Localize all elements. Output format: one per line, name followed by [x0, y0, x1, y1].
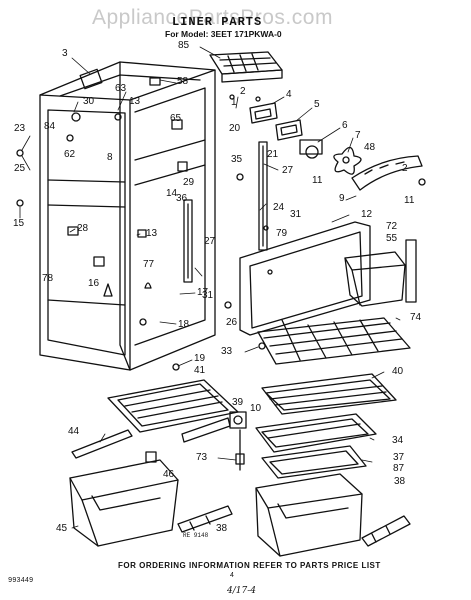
callout-10: 10 [250, 403, 262, 414]
callout-6: 6 [342, 120, 348, 131]
light-housing [249, 102, 303, 141]
shelf-41 [107, 379, 239, 433]
callout-72: 72 [386, 221, 398, 232]
callout-33: 33 [221, 346, 233, 357]
callout-25: 25 [14, 163, 26, 174]
callout-26: 26 [226, 317, 238, 328]
callout-73: 73 [196, 452, 208, 463]
callout-78: 78 [42, 273, 54, 284]
callout-46: 46 [163, 469, 175, 480]
callout-30: 30 [83, 96, 95, 107]
callout-29: 29 [183, 177, 195, 188]
shelf-channels [183, 141, 268, 283]
watermark: AppliancePartsPros.com [92, 6, 333, 29]
callout-2b: 2 [402, 163, 408, 174]
callout-31: 31 [290, 209, 302, 220]
crisper-drawer-right [255, 473, 363, 557]
callout-27: 27 [282, 165, 294, 176]
page-title: LINER PARTS [172, 15, 263, 29]
callout-3: 3 [62, 48, 68, 59]
callout-14: 14 [166, 188, 178, 199]
callout-18: 18 [178, 319, 190, 330]
callout-19: 19 [194, 353, 206, 364]
ice-tray [209, 51, 283, 83]
leader-lines [19, 46, 401, 529]
callout-27b: 27 [204, 236, 216, 247]
control-assembly [229, 411, 247, 471]
rear-panel [239, 221, 371, 336]
model-line: For Model: 3EET 171PKWA-0 [165, 29, 282, 39]
callout-40: 40 [392, 366, 404, 377]
callout-7: 7 [355, 130, 361, 141]
callout-31b: 31 [202, 290, 214, 301]
callout-4: 4 [286, 89, 292, 100]
reference-code: RE 9148 [183, 532, 209, 539]
callout-45: 45 [56, 523, 68, 534]
callout-20: 20 [229, 123, 241, 134]
callout-58: 58 [177, 76, 189, 87]
callout-41: 41 [194, 365, 206, 376]
callout-34: 34 [392, 435, 404, 446]
callout-79: 79 [276, 228, 288, 239]
crisper-drawer-left [69, 459, 179, 547]
callout-28: 28 [77, 223, 89, 234]
callout-16: 16 [88, 278, 100, 289]
callout-2: 2 [240, 86, 246, 97]
callout-38b: 38 [216, 523, 228, 534]
crisper-frame [261, 445, 367, 479]
callout-87: 87 [393, 463, 405, 474]
callout-85: 85 [178, 40, 190, 51]
callout-9: 9 [339, 193, 345, 204]
callout-5: 5 [314, 99, 320, 110]
hardware [16, 94, 426, 371]
cabinet-liner [39, 61, 216, 371]
callout-65: 65 [170, 113, 182, 124]
callout-35: 35 [231, 154, 243, 165]
callout-12: 12 [361, 209, 373, 220]
callout-15: 15 [13, 218, 25, 229]
callout-1: 1 [231, 97, 237, 108]
wire-shelf [257, 317, 411, 365]
page-number: 4 [230, 572, 234, 579]
rails [71, 417, 411, 547]
callout-13: 13 [129, 96, 141, 107]
callout-11: 11 [312, 175, 323, 186]
callout-55: 55 [386, 233, 398, 244]
document-number: 993449 [8, 577, 34, 585]
callout-24: 24 [273, 202, 285, 213]
callout-11b: 11 [404, 195, 415, 206]
callout-77: 77 [143, 259, 155, 270]
callout-17: 17 [197, 287, 209, 298]
callout-38: 38 [394, 476, 406, 487]
crisper-cover [255, 413, 377, 453]
callout-37: 37 [393, 452, 405, 463]
callout-74: 74 [410, 312, 422, 323]
callout-36: 36 [176, 193, 188, 204]
handwritten-note: 4/17-4 [227, 586, 256, 596]
glass-shelf-40 [261, 373, 397, 415]
dairy-bin [344, 239, 417, 307]
callout-62: 62 [64, 149, 76, 160]
fan-assembly [299, 139, 423, 191]
ordering-instruction: FOR ORDERING INFORMATION REFER TO PARTS … [118, 561, 381, 570]
callout-13b: 13 [146, 228, 158, 239]
callout-8: 8 [107, 152, 113, 163]
callout-48: 48 [364, 142, 376, 153]
callout-84: 84 [44, 121, 56, 132]
callout-44: 44 [68, 426, 80, 437]
callout-21: 21 [267, 149, 279, 160]
callout-63: 63 [115, 83, 127, 94]
callout-39: 39 [232, 397, 244, 408]
callout-23: 23 [14, 123, 26, 134]
